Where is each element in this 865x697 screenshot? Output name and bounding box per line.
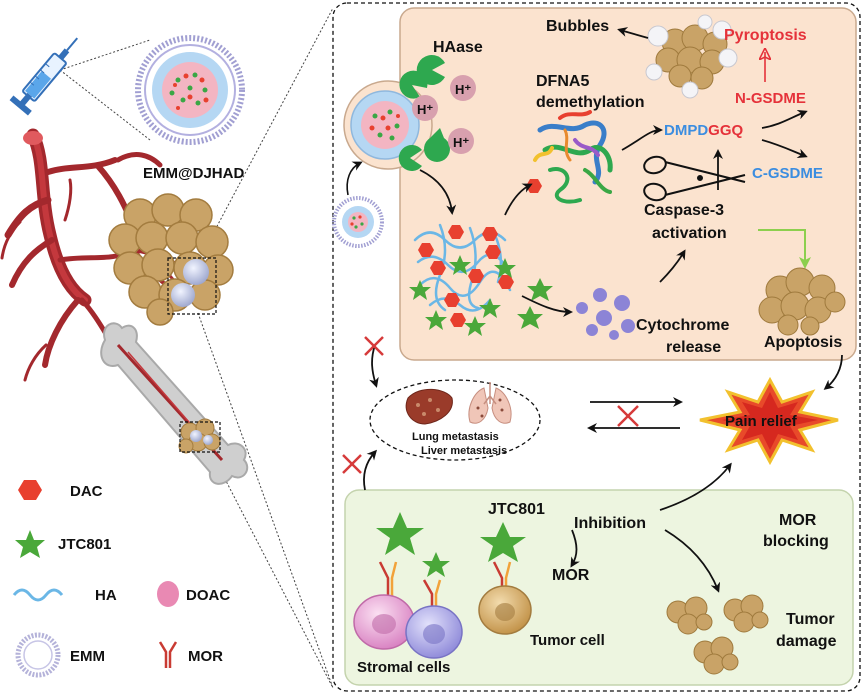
- n-gsdme-label: N-GSDME: [735, 90, 806, 107]
- mor-blocking-label: MOR: [779, 512, 817, 529]
- blocked-arrow-lower: [363, 449, 378, 491]
- lower-microenvironment-panel: [344, 489, 854, 686]
- dfna5-protein-icon: [533, 110, 613, 204]
- legend-label-doac: DOAC: [186, 587, 230, 604]
- lipid-ring-icon: [15, 632, 61, 678]
- pain-relief-label: Pain relief: [725, 413, 798, 430]
- pink-oval-icon: [157, 581, 179, 607]
- arrow-to-protein: [504, 183, 533, 216]
- lung-metastasis-label: Lung metastasis: [412, 431, 499, 443]
- tumor-cell-icon: [478, 585, 532, 635]
- upper-intracellular-panel: [399, 7, 857, 361]
- activation-label: activation: [652, 225, 727, 242]
- dfna5-label: DFNA5: [536, 73, 589, 90]
- apoptosis-label: Apoptosis: [764, 334, 842, 351]
- vessel-opening: [23, 131, 43, 145]
- blocked-x-icon: [617, 405, 639, 427]
- liver-icon: [405, 388, 453, 425]
- cytochrome-label: Cytochrome: [636, 317, 729, 334]
- arrow-to-cytochrome: [521, 295, 573, 317]
- proton-icons: H⁺ H⁺ H⁺: [412, 75, 476, 154]
- scissors-icon: [643, 155, 746, 202]
- blue-wave-icon: [12, 588, 64, 602]
- arrow-to-caspase: [659, 249, 686, 283]
- arrow-to-gsdme: [621, 125, 663, 151]
- mor-label: MOR: [552, 567, 590, 584]
- stromal-cell-pink-icon: [353, 594, 415, 650]
- legend-label-dac: DAC: [70, 483, 103, 500]
- arrow-apoptosis-to-pain: [823, 354, 843, 390]
- pyroptosis-label: Pyroptosis: [724, 27, 807, 44]
- legend-label-ha: HA: [95, 587, 117, 604]
- caspase-label: Caspase-3: [644, 202, 724, 219]
- gsdme-sequence-label: DMPDGGQ: [664, 122, 744, 139]
- demethylation-label: demethylation: [536, 94, 644, 111]
- stromal-cells-label: Stromal cells: [357, 659, 450, 676]
- nanoparticle-label: EMM@DJHAD: [143, 165, 244, 182]
- jtc801-star-icon: [517, 306, 543, 329]
- arrow-to-apoptosis: [758, 229, 811, 269]
- jtc801-label: JTC801: [488, 501, 545, 518]
- release-label: release: [666, 339, 721, 356]
- legend-label-jtc801: JTC801: [58, 536, 111, 553]
- arrow-uptake: [346, 161, 363, 196]
- jtc801-star-icon: [422, 552, 450, 577]
- damaged-tumor-icon: [666, 594, 769, 675]
- green-star-icon: [15, 530, 45, 558]
- apoptotic-cell-icon: [758, 267, 846, 336]
- stromal-cell-purple-icon: [405, 605, 463, 659]
- tumor-cell-label: Tumor cell: [530, 632, 605, 649]
- bubbles-label: Bubbles: [546, 18, 609, 35]
- haase-label: HAase: [433, 39, 483, 56]
- jtc801-star-icon: [376, 512, 424, 555]
- membrane-nanoparticle-icon: [343, 80, 433, 170]
- arrow-to-n-gsdme: [761, 109, 808, 129]
- jtc801-star-icon: [527, 278, 553, 301]
- liver-metastasis-label: Liver metastasis: [421, 445, 507, 457]
- arrow-degradation: [419, 169, 457, 215]
- c-gsdme-label: C-GSDME: [752, 165, 823, 182]
- legend-label-emm: EMM: [70, 648, 105, 665]
- damage-label: damage: [776, 633, 837, 650]
- syringe-icon: [9, 37, 79, 116]
- blocking-label: blocking: [763, 533, 829, 550]
- red-hexagon-icon: [18, 480, 42, 500]
- arrow-jtc-to-mor: [570, 529, 580, 568]
- haase-icon: [398, 55, 451, 171]
- tumor-mass-icon: [108, 193, 234, 326]
- zoom-lines: [59, 7, 334, 689]
- red-y-receptor-icon: [158, 641, 178, 668]
- blocked-x-icon: [342, 454, 362, 474]
- lungs-icon: [468, 382, 512, 424]
- bone-icon: [100, 322, 249, 485]
- blocked-arrow-upper: [369, 344, 379, 388]
- arrow-to-tumor-damage: [664, 529, 721, 593]
- proton-label: H⁺: [455, 82, 471, 97]
- inhibition-label: Inhibition: [574, 515, 646, 532]
- blocked-x-icon: [364, 336, 384, 356]
- arrow-to-bubbles: [617, 27, 649, 39]
- mor-receptor-icon: [378, 561, 512, 610]
- nanoparticle-icon: [135, 35, 245, 145]
- legend: DAC JTC801 HA DOAC EMM MOR: [12, 480, 230, 678]
- proton-label: H⁺: [417, 102, 433, 117]
- released-drug-network: [409, 223, 516, 336]
- arrow-to-c-gsdme: [761, 139, 808, 159]
- cytochrome-icon: [576, 288, 635, 340]
- jtc801-star-icon: [480, 522, 526, 562]
- small-nanoparticle-icon: [332, 196, 384, 248]
- tumor-damage-label: Tumor: [786, 611, 835, 628]
- proton-label: H⁺: [453, 135, 469, 150]
- arrow-inhibition-to-pain: [659, 462, 732, 511]
- pain-burst-core: [722, 392, 818, 450]
- bubbles-icon: [645, 14, 738, 99]
- legend-label-mor: MOR: [188, 648, 223, 665]
